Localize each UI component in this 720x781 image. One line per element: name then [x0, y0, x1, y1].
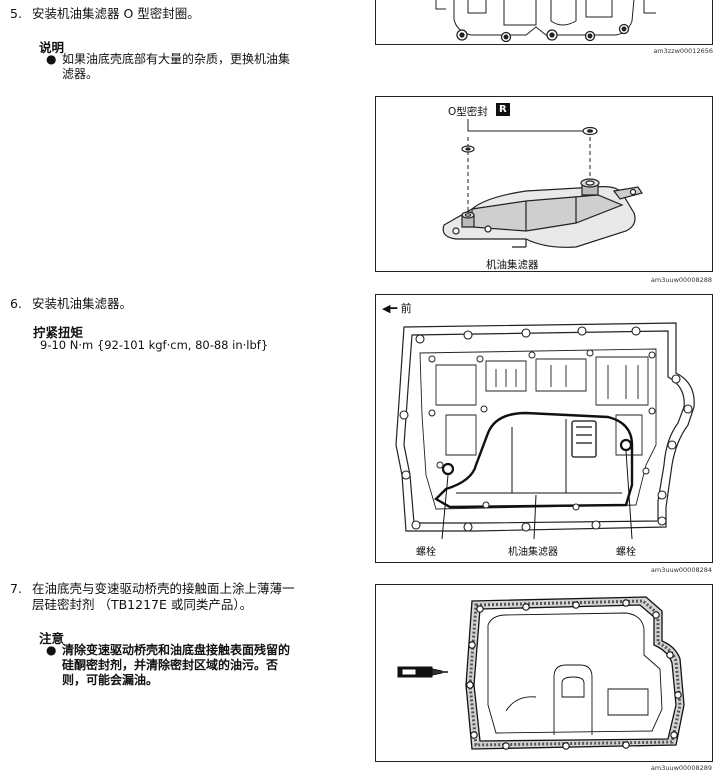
step-6: 6. 安装机油集滤器。 — [10, 296, 132, 312]
step-number: 7. — [10, 581, 22, 596]
note-text-line1: 如果油底壳底部有大量的杂质，更换机油集 — [62, 52, 291, 66]
figure-valve-body-top — [375, 0, 713, 45]
oring-label: O型密封 — [448, 106, 488, 118]
step-7: 7. 在油底壳与变速驱动桥壳的接触面上涂上薄薄一 层硅密封剂 （TB1217E 或… — [10, 581, 350, 613]
valve-body-drawing — [395, 322, 695, 540]
bolt-label-left: 螺栓 — [416, 547, 436, 558]
step-5: 5. 安装机油集滤器 O 型密封圈。 — [10, 6, 200, 22]
strainer-label: 机油集滤器 — [486, 259, 539, 271]
figure-code: am3uuw00008288 — [650, 276, 712, 284]
caution-bullet: ● 清除变速驱动桥壳和油底盘接触表面残留的 硅酮密封剂，并清除密封区域的油污。否… — [46, 643, 346, 688]
caution-text-line2: 硅酮密封剂，并清除密封区域的油污。否 — [62, 658, 279, 672]
strainer-label: 机油集滤器 — [508, 547, 558, 558]
caution-text-line3: 则，可能会漏油。 — [62, 673, 159, 687]
step-number: 5. — [10, 6, 22, 21]
step-text: 安装机油集滤器。 — [32, 296, 133, 311]
front-arrow-icon: ◀━ — [382, 302, 398, 315]
figure-code: am3uuw00008284 — [650, 566, 712, 574]
oil-pan-drawing — [397, 596, 685, 750]
note-text-line2: 滤器。 — [62, 67, 99, 81]
step-number: 6. — [10, 296, 22, 311]
figure-strainer-installed: ◀━ 前 — [375, 294, 713, 563]
figure-code: am3uuw00008289 — [650, 764, 712, 772]
figure-code: am3zzw00012656 — [653, 47, 713, 55]
reuse-badge: R — [496, 103, 510, 116]
front-arrow-label: ◀━ 前 — [382, 300, 412, 316]
figure-oil-pan-sealant — [375, 584, 713, 762]
bolt-label-right: 螺栓 — [616, 547, 636, 558]
front-label: 前 — [400, 302, 412, 315]
torque-title: 拧紧扭矩 — [33, 325, 84, 340]
caution-title: 注意 — [39, 631, 65, 646]
note-bullet: ● 如果油底壳底部有大量的杂质，更换机油集 滤器。 — [46, 52, 346, 82]
strainer-drawing — [442, 119, 643, 248]
step-text: 安装机油集滤器 O 型密封圈。 — [32, 6, 200, 21]
figure-oring-strainer: O型密封 R — [375, 96, 713, 272]
torque-value: 9-10 N·m {92-101 kgf·cm, 80-88 in·lbf} — [40, 338, 269, 352]
note-title: 说明 — [39, 40, 65, 55]
step-text-line1: 在油底壳与变速驱动桥壳的接触面上涂上薄薄一 — [32, 581, 295, 596]
step-text-line2: 层硅密封剂 （TB1217E 或同类产品）。 — [32, 597, 253, 612]
bullet-icon: ● — [46, 52, 57, 66]
bullet-icon: ● — [46, 643, 57, 657]
valve-body-partial-drawing — [435, 0, 656, 43]
caution-text-line1: 清除变速驱动桥壳和油底盘接触表面残留的 — [62, 643, 291, 657]
